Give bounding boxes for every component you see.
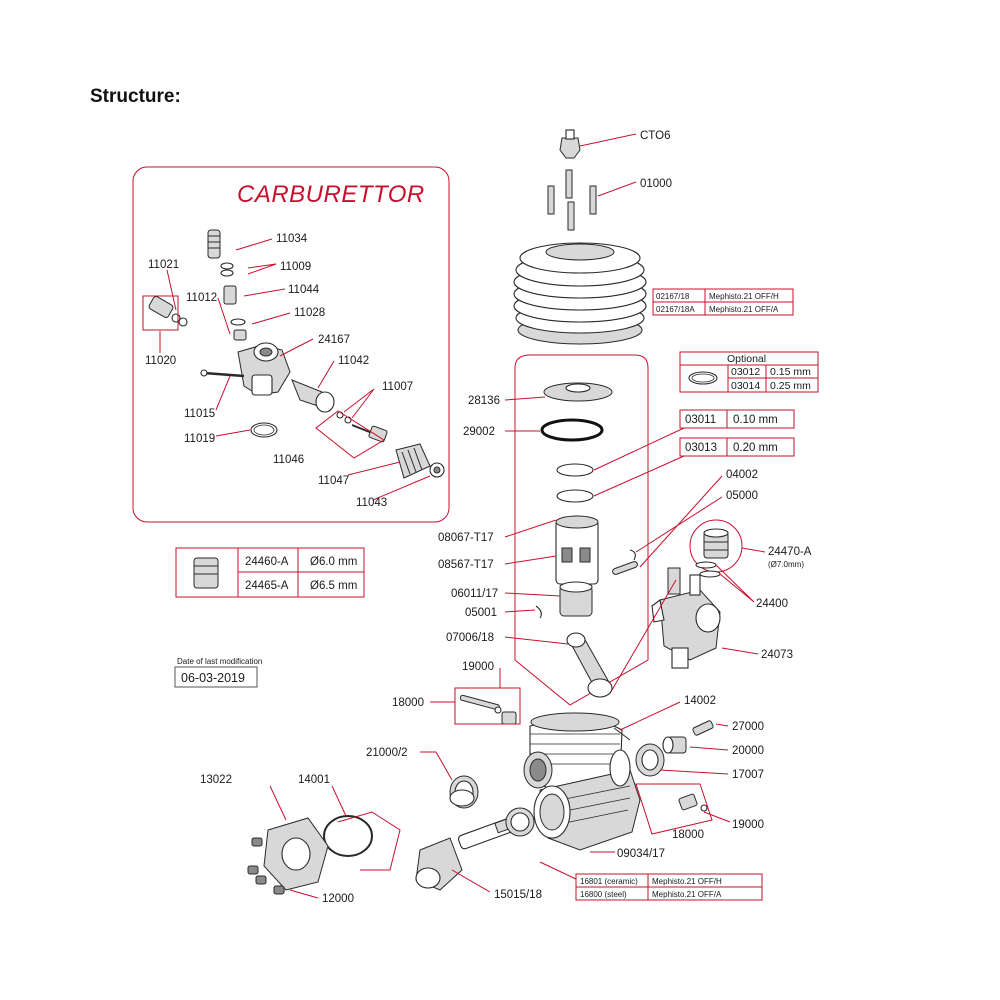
- shim-value-2: 0.20 mm: [733, 442, 778, 454]
- insert-code-2: 24465-A: [245, 580, 289, 592]
- glow-plug-icon: [559, 137, 581, 159]
- head-model-2: Mephisto.21 OFF/A: [709, 305, 779, 314]
- crank-model-1: Mephisto.21 OFF/H: [652, 877, 722, 886]
- label-11028: 11028: [294, 307, 325, 319]
- carburettor-assembly: [651, 567, 721, 669]
- carburettor-panel: CARBURETTOR: [132, 166, 450, 523]
- label-11047: 11047: [318, 475, 349, 487]
- rear-pin-set: [678, 793, 708, 812]
- label-13022: 13022: [200, 774, 232, 786]
- shim-tables: 03011 0.10 mm 03013 0.20 mm: [679, 409, 795, 457]
- label-11042: 11042: [338, 355, 369, 367]
- label-24400: 24400: [756, 598, 788, 610]
- modification-box: Date of last modification 06-03-2019: [174, 657, 262, 688]
- head-code-2: 02167/18A: [656, 305, 695, 314]
- label-11043: 11043: [356, 497, 387, 509]
- label-19000-a: 19000: [462, 661, 494, 673]
- cooling-head: [513, 242, 647, 345]
- label-24167: 24167: [318, 334, 350, 346]
- crank-code-1: 16801 (ceramic): [580, 877, 638, 886]
- label-08067: 08067-T17: [438, 532, 494, 544]
- label-06011: 06011/17: [451, 588, 498, 600]
- label-11012: 11012: [186, 292, 217, 304]
- shim-code-1: 03011: [685, 414, 716, 426]
- head-assembly: CTO6 01000 02167/18 Mephisto.21 OFF/H 02…: [513, 129, 794, 345]
- crank-code-2: 16800 (steel): [580, 890, 627, 899]
- label-24470-sub: (Ø7.0mm): [768, 560, 804, 569]
- label-27000: 27000: [732, 721, 764, 733]
- wrist-pin: [612, 549, 638, 575]
- label-11021: 11021: [148, 259, 179, 271]
- front-cover: [247, 815, 373, 895]
- carburettor-parts-drawing: [148, 229, 445, 479]
- label-18000-a: 18000: [392, 697, 424, 709]
- label-24470: 24470-A: [768, 546, 812, 558]
- head-code-1: 02167/18: [656, 292, 690, 301]
- optional-code-1: 03012: [731, 366, 760, 378]
- insert-value-1: Ø6.0 mm: [310, 556, 357, 568]
- crank-table: 16801 (ceramic) Mephisto.21 OFF/H 16800 …: [575, 873, 763, 901]
- label-07006: 07006/18: [446, 632, 494, 644]
- label-01000: 01000: [640, 178, 672, 190]
- crank-model-2: Mephisto.21 OFF/A: [652, 890, 722, 899]
- insert-icon: [193, 557, 219, 589]
- label-15015: 15015/18: [494, 889, 542, 901]
- label-24073: 24073: [761, 649, 793, 661]
- label-18000-b: 18000: [672, 829, 704, 841]
- insert-value-2: Ø6.5 mm: [310, 580, 357, 592]
- modification-date: 06-03-2019: [181, 671, 245, 685]
- carburettor-frame: [132, 166, 450, 523]
- head-model-1: Mephisto.21 OFF/H: [709, 292, 779, 301]
- optional-value-1: 0.15 mm: [770, 366, 811, 378]
- pin-set: [459, 694, 517, 725]
- label-09034: 09034/17: [617, 848, 665, 860]
- label-28136: 28136: [468, 395, 500, 407]
- rear-cover-parts: [662, 720, 714, 754]
- crankshaft: [415, 807, 535, 891]
- label-05000: 05000: [726, 490, 758, 502]
- label-14002: 14002: [684, 695, 716, 707]
- label-11034: 11034: [276, 233, 308, 245]
- label-11015: 11015: [184, 408, 215, 420]
- optional-code-2: 03014: [731, 380, 760, 392]
- label-11020: 11020: [145, 355, 176, 367]
- head-screws: [547, 169, 597, 231]
- page-heading: Structure:: [90, 86, 181, 107]
- label-cto6: CTO6: [640, 130, 670, 142]
- piston-assembly: [514, 354, 649, 706]
- front-ring: [449, 775, 479, 809]
- carburettor-title: CARBURETTOR: [237, 181, 425, 208]
- label-11046: 11046: [273, 454, 304, 466]
- crankcase: [523, 712, 665, 851]
- label-20000: 20000: [732, 745, 764, 757]
- optional-value-2: 0.25 mm: [770, 380, 811, 392]
- label-11009: 11009: [280, 261, 311, 273]
- pin-group-outline: [454, 687, 521, 725]
- optional-title: Optional: [727, 353, 766, 365]
- label-11007: 11007: [382, 381, 413, 393]
- label-21000: 21000/2: [366, 747, 408, 759]
- label-14001: 14001: [298, 774, 330, 786]
- label-05001: 05001: [465, 607, 497, 619]
- label-12000: 12000: [322, 893, 354, 905]
- shim-code-2: 03013: [685, 442, 717, 454]
- label-04002: 04002: [726, 469, 758, 481]
- shim-value-1: 0.10 mm: [733, 414, 778, 426]
- label-11019: 11019: [184, 433, 215, 445]
- label-11044: 11044: [288, 284, 320, 296]
- label-19000-b: 19000: [732, 819, 764, 831]
- label-29002: 29002: [463, 426, 495, 438]
- optional-table: Optional 03012 0.15 mm 03014 0.25 mm: [679, 351, 819, 393]
- carburettor-leaders: [142, 238, 431, 501]
- modification-label: Date of last modification: [177, 657, 262, 666]
- insert-table: 24460-A Ø6.0 mm 24465-A Ø6.5 mm: [175, 547, 365, 598]
- insert-code-1: 24460-A: [245, 556, 289, 568]
- label-17007: 17007: [732, 769, 764, 781]
- label-08567: 08567-T17: [438, 559, 494, 571]
